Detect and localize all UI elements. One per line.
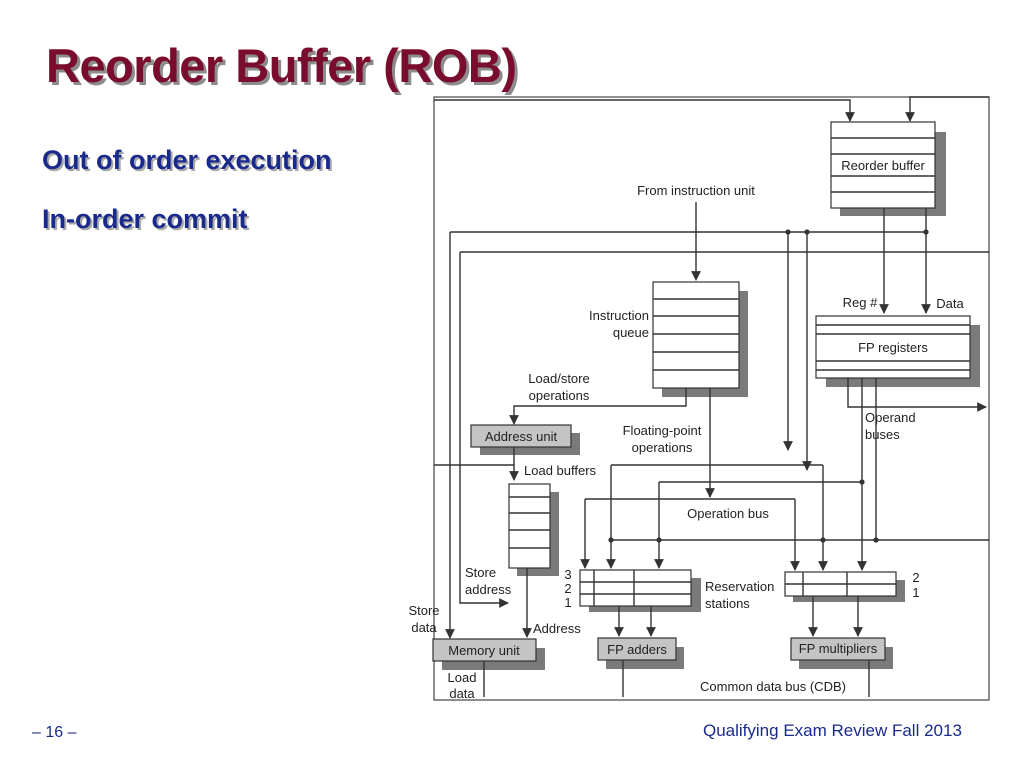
data-label: Data [936, 296, 964, 311]
slide-title: Reorder Buffer (ROB) [46, 39, 517, 92]
store-address-label-1: Store [465, 565, 496, 580]
operation-bus-label: Operation bus [687, 506, 769, 521]
operand-buses-label-1: Operand [865, 410, 916, 425]
load-buffers-label: Load buffers [524, 463, 597, 478]
reservation-stations-label-2: stations [705, 596, 750, 611]
from-instruction-unit-label: From instruction unit [637, 183, 755, 198]
reorder-buffer-label: Reorder buffer [841, 158, 925, 173]
floating-point-ops-label-1: Floating-point [623, 423, 702, 438]
rs-mult-num-1: 1 [912, 585, 919, 600]
diagram-frame [433, 96, 990, 701]
rs-adders-num-3: 3 [564, 567, 571, 582]
instruction-queue-label-1: Instruction [589, 308, 649, 323]
memory-unit-label: Memory unit [448, 643, 520, 658]
bullet-in-order-commit: In-order commit [42, 204, 248, 234]
reorder-buffer: Reorder buffer [830, 121, 946, 216]
load-store-ops-label-1: Load/store [528, 371, 589, 386]
reservation-stations-label-1: Reservation [705, 579, 774, 594]
reservation-stations-multipliers [784, 571, 905, 602]
address-label: Address [533, 621, 581, 636]
operand-buses-label-2: buses [865, 427, 900, 442]
store-data-label-2: data [411, 620, 437, 635]
cdb-label: Common data bus (CDB) [700, 679, 846, 694]
store-data-label-1: Store [408, 603, 439, 618]
address-unit: Address unit [470, 424, 580, 455]
store-address-label-2: address [465, 582, 512, 597]
reg-num-label: Reg # [843, 295, 878, 310]
fp-multipliers: FP multipliers [790, 637, 893, 669]
footer-text: Qualifying Exam Review Fall 2013 [703, 721, 962, 740]
address-unit-label: Address unit [485, 429, 558, 444]
load-data-label-1: Load [448, 670, 477, 685]
rs-adders-num-1: 1 [564, 595, 571, 610]
floating-point-ops-label-2: operations [632, 440, 693, 455]
fp-registers-label: FP registers [858, 340, 928, 355]
fp-adders-label: FP adders [607, 642, 667, 657]
fp-multipliers-label: FP multipliers [799, 641, 878, 656]
bullet-out-of-order: Out of order execution [42, 145, 332, 175]
reservation-stations-adders [579, 569, 701, 612]
fp-registers: FP registers [815, 315, 980, 387]
memory-unit: Memory unit [432, 638, 545, 670]
instruction-queue [652, 281, 748, 397]
page-number: – 16 – [32, 724, 77, 741]
rs-mult-num-2: 2 [912, 570, 919, 585]
load-store-ops-label-2: operations [529, 388, 590, 403]
fp-adders: FP adders [597, 637, 684, 669]
load-buffers [508, 483, 559, 576]
rs-adders-num-2: 2 [564, 581, 571, 596]
instruction-queue-label-2: queue [613, 325, 649, 340]
load-data-label-2: data [449, 686, 475, 701]
